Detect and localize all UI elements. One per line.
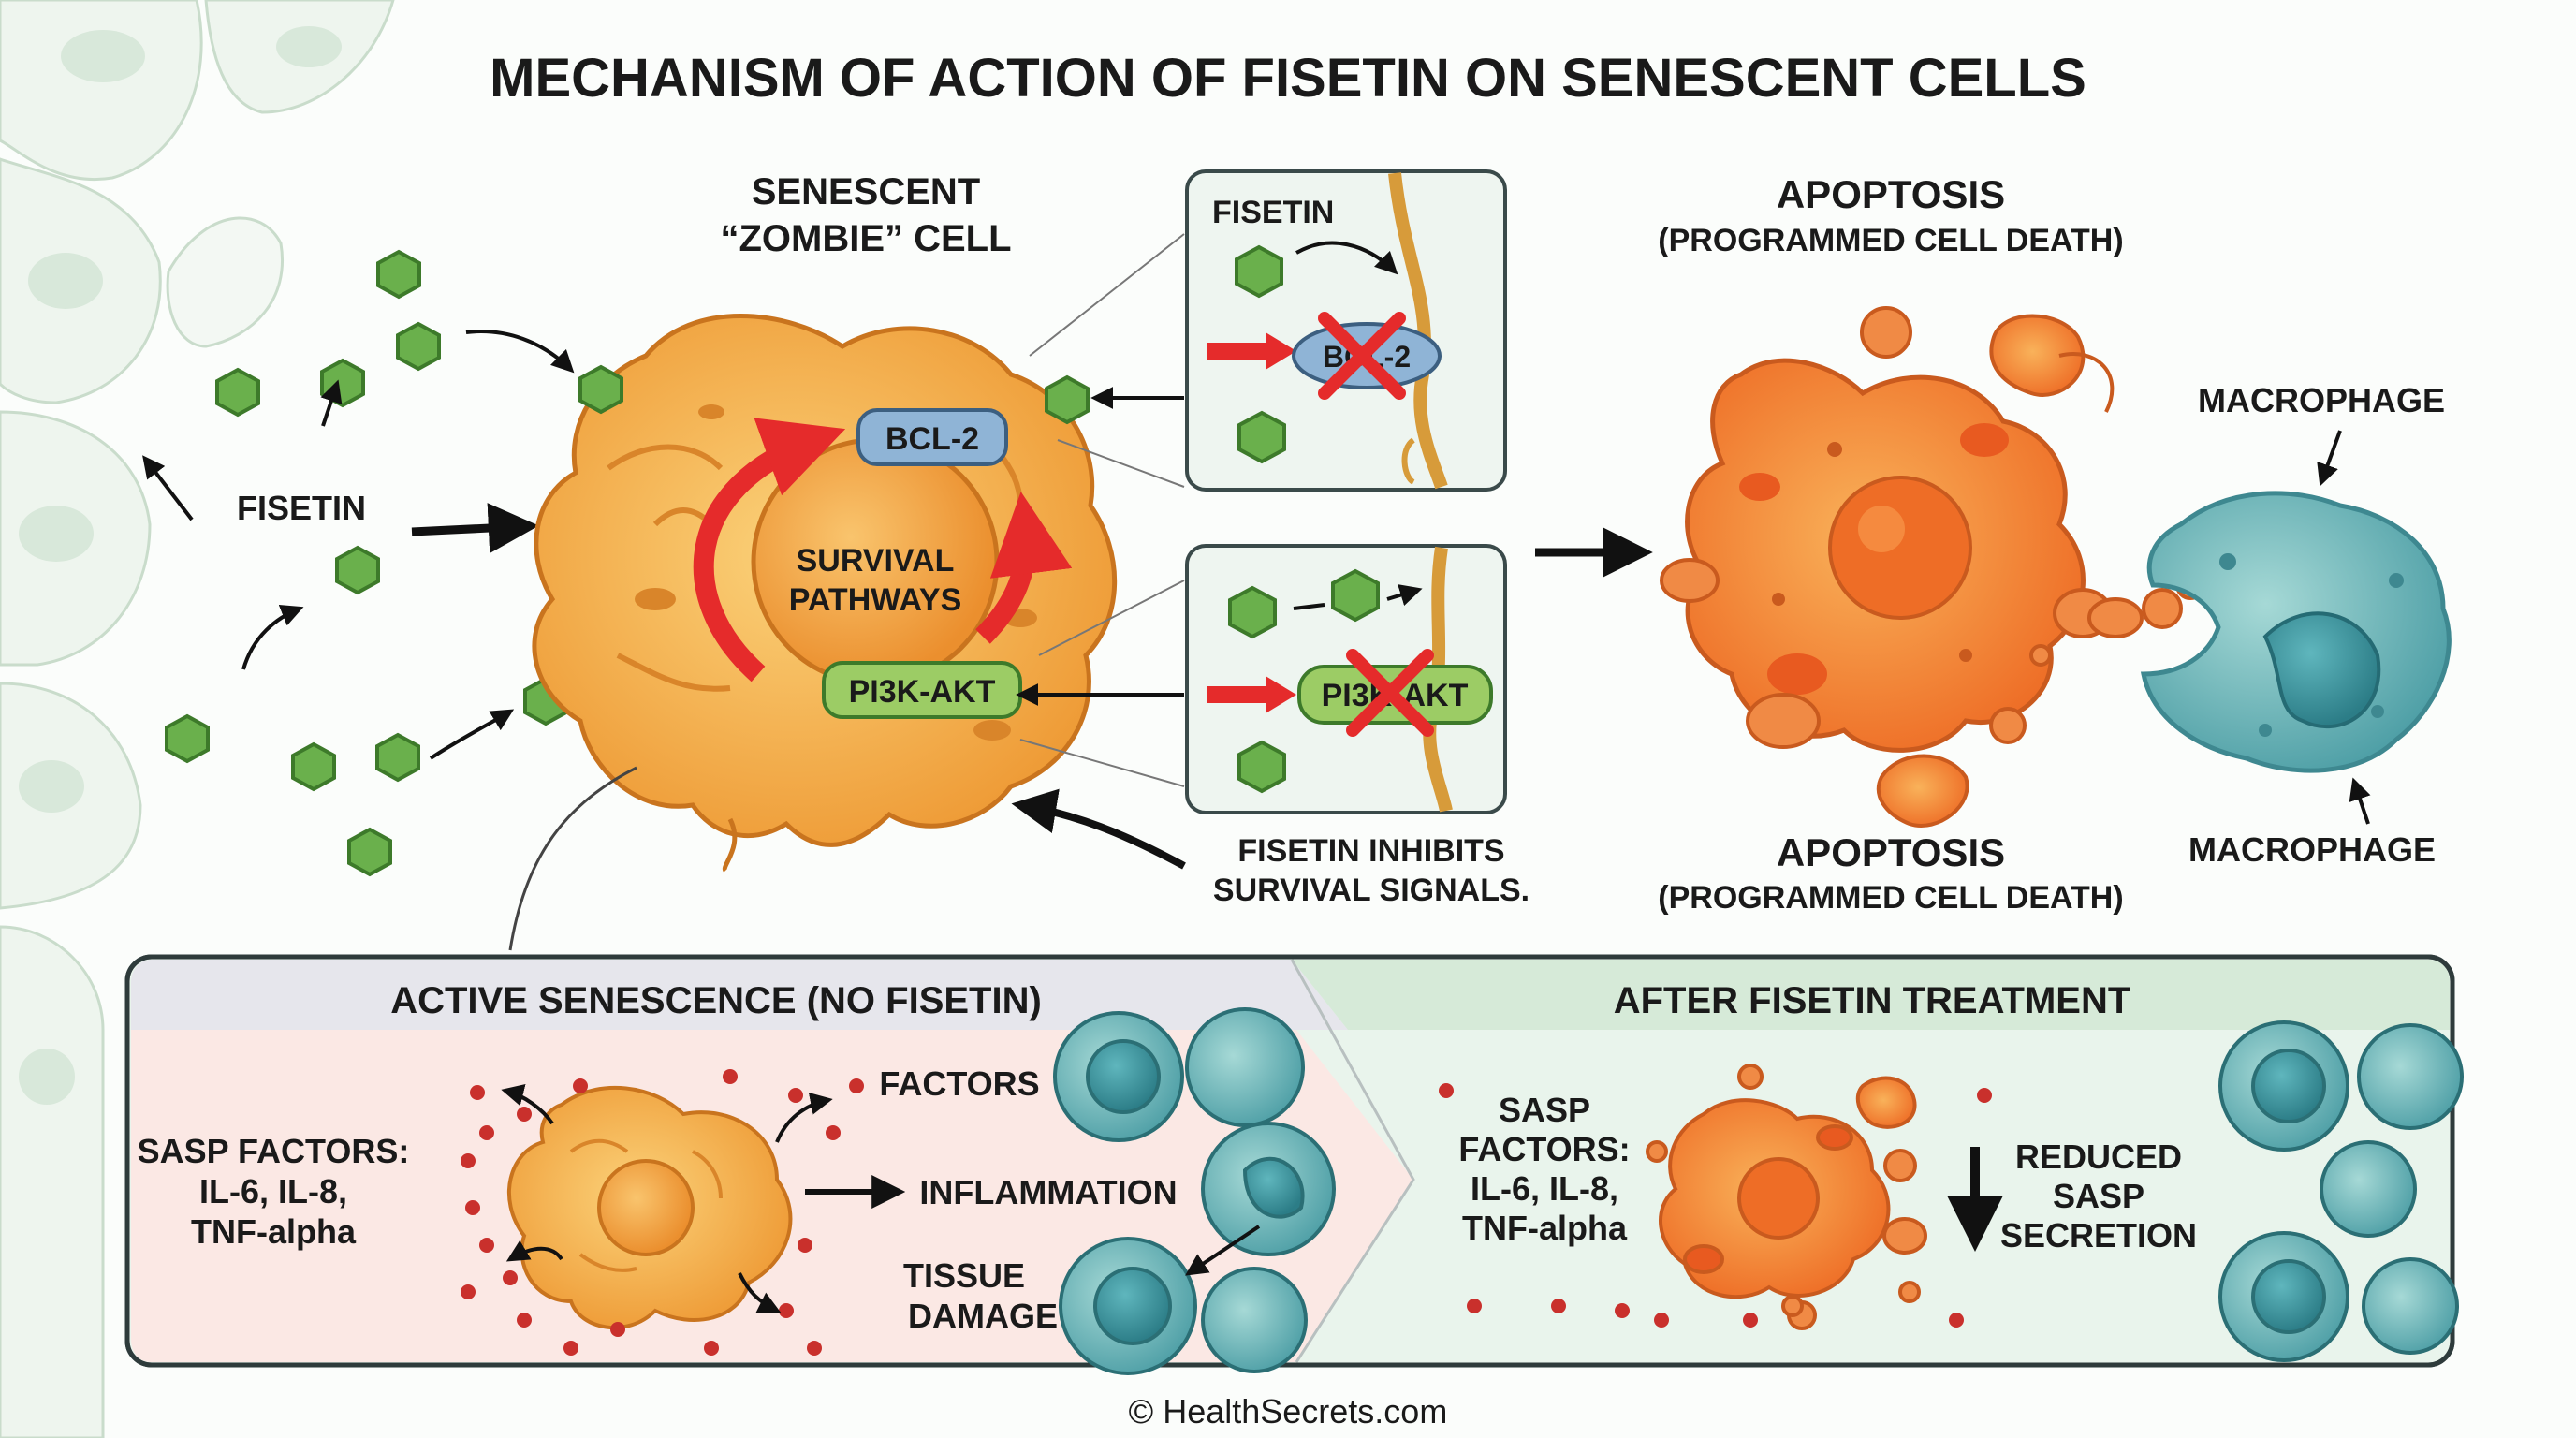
left-inflammation-label: INFLAMMATION xyxy=(919,1173,1177,1211)
inhibits-arrow xyxy=(1011,788,1186,870)
left-sasp-line1: SASP FACTORS: xyxy=(138,1132,410,1170)
right-sasp-line2: FACTORS: xyxy=(1458,1130,1630,1168)
damage-arrow xyxy=(1185,1225,1261,1276)
right-reduced-line2: SASP xyxy=(2053,1177,2144,1215)
left-tissue-label: TISSUE xyxy=(903,1256,1025,1295)
apoptotic-nucleus xyxy=(1828,476,1972,620)
left-sasp-line3: TNF-alpha xyxy=(191,1212,357,1251)
apoptosis-bottom-line2: (PROGRAMMED CELL DEATH) xyxy=(1658,880,2123,916)
fisetin-label: FISETIN xyxy=(237,489,366,527)
connector-line xyxy=(508,766,637,951)
apoptotic-cell xyxy=(1685,358,2086,753)
macrophage-bottom-label: MACROPHAGE xyxy=(2188,830,2436,869)
inhibit-x xyxy=(1318,312,1406,400)
right-reduced-line3: SECRETION xyxy=(2000,1216,2197,1255)
senescent-heading-line2: “ZOMBIE” CELL xyxy=(720,218,1011,259)
pi3k-pill: PI3K-AKT xyxy=(822,661,1022,719)
survival-arrow-right xyxy=(975,492,1073,644)
macrophage-top-label: MACROPHAGE xyxy=(2198,381,2445,419)
macrophage-arrow-bottom xyxy=(2349,777,2371,825)
fisetin-molecule xyxy=(215,367,260,418)
bcl2-pill: BCL-2 xyxy=(856,408,1008,466)
fisetin-molecule xyxy=(165,713,210,764)
footer-copyright: © HealthSecrets.com xyxy=(1129,1392,1448,1431)
left-damage-label: DAMAGE xyxy=(908,1297,1058,1335)
fisetin-molecule xyxy=(347,827,392,877)
macrophage-cell xyxy=(2140,491,2452,773)
fisetin-molecule xyxy=(396,321,441,372)
survival-arrow-up xyxy=(693,418,846,682)
left-senescent-cell xyxy=(507,1085,793,1330)
fisetin-molecule xyxy=(320,358,365,408)
inhibits-line2: SURVIVAL SIGNALS. xyxy=(1213,873,1530,908)
apoptosis-top-line2: (PROGRAMMED CELL DEATH) xyxy=(1658,223,2123,258)
left-sasp-dots xyxy=(461,1069,864,1356)
inhibits-line1: FISETIN INHIBITS xyxy=(1237,833,1504,869)
page-title: MECHANISM OF ACTION OF FISETIN ON SENESC… xyxy=(490,48,2086,109)
inhibit-x xyxy=(1346,649,1434,737)
right-sasp-line3: IL-6, IL-8, xyxy=(1471,1169,1618,1208)
zoom-lines xyxy=(1019,233,1185,787)
fisetin-molecule xyxy=(1235,244,1283,299)
apoptotic-bodies xyxy=(1660,306,2255,828)
inset-fisetin-label: FISETIN xyxy=(1212,195,1334,230)
fisetin-molecule xyxy=(375,732,420,783)
right-sasp-line4: TNF-alpha xyxy=(1462,1209,1628,1247)
fisetin-molecule xyxy=(1045,374,1090,425)
panel-right-title: AFTER FISETIN TREATMENT xyxy=(1614,980,2131,1021)
right-apoptotic-cell xyxy=(1646,1064,1927,1330)
survival-line2: PATHWAYS xyxy=(789,582,962,618)
left-factors-label: FACTORS xyxy=(879,1064,1039,1103)
inset-pi3k: PI3K-AKT xyxy=(1185,544,1507,814)
fisetin-molecule xyxy=(376,249,421,300)
right-sasp-line1: SASP xyxy=(1499,1091,1590,1129)
survival-line1: SURVIVAL xyxy=(797,543,955,579)
left-secretion-arrows xyxy=(501,1084,833,1313)
inset-bcl2: FISETIN BCL-2 xyxy=(1185,169,1507,492)
background-nuclei xyxy=(19,26,342,1105)
fisetin-molecule xyxy=(1237,740,1286,794)
pi3k-label: PI3K-AKT xyxy=(849,674,996,710)
main-fisetin-arrow xyxy=(411,503,539,554)
right-tissue-cells xyxy=(2218,1020,2464,1362)
panel-left-title: ACTIVE SENESCENCE (NO FISETIN) xyxy=(390,980,1042,1021)
fisetin-molecules xyxy=(165,249,568,877)
macrophage-nucleus xyxy=(2262,611,2381,729)
bcl2-label: BCL-2 xyxy=(886,421,979,457)
fisetin-molecule xyxy=(291,741,336,792)
right-sasp-dots xyxy=(1439,1083,1992,1328)
fisetin-arrows xyxy=(142,330,575,760)
apoptosis-bottom-line1: APOPTOSIS xyxy=(1777,830,2005,874)
fisetin-molecule xyxy=(1228,585,1277,639)
fisetin-molecule xyxy=(578,364,623,415)
right-reduced-line1: REDUCED xyxy=(2015,1137,2182,1176)
macrophage-arrow-top xyxy=(2317,430,2342,487)
left-sasp-line2: IL-6, IL-8, xyxy=(199,1172,347,1211)
fisetin-molecule xyxy=(1237,410,1286,464)
bound-fisetin xyxy=(578,364,1090,425)
senescent-heading-line1: SENESCENT xyxy=(752,171,981,213)
fisetin-molecule xyxy=(1331,568,1380,623)
fisetin-molecule xyxy=(335,545,380,595)
apoptosis-top-line1: APOPTOSIS xyxy=(1777,172,2005,216)
left-tissue-cells xyxy=(1053,1007,1336,1375)
